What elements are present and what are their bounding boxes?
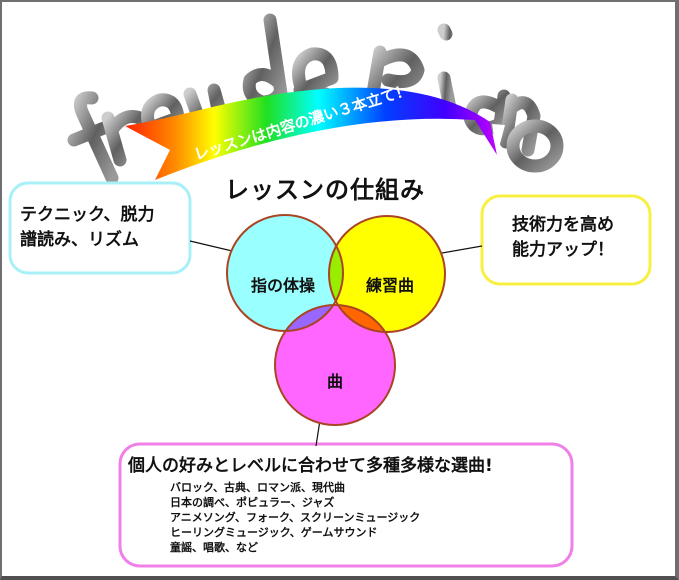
bubble-left-line-1: テクニック、脱力	[20, 205, 155, 225]
genre-line: バロック、古典、ロマン派、現代曲	[170, 481, 346, 494]
genre-line: ヒーリングミュージック、ゲームサウンド	[170, 526, 378, 539]
bubble-bottom-outline	[118, 442, 574, 568]
bubble-right-text: 技術力を高め 能力アップ！	[512, 213, 614, 263]
page-title: レッスンの仕組み	[225, 176, 425, 204]
bubble-left-line-2: 譜読み、リズム	[20, 230, 139, 250]
venn-label-etude: 練習曲	[365, 276, 414, 295]
bubble-right-outline	[480, 194, 652, 286]
bubble-right-line-1: 技術力を高め	[512, 215, 614, 235]
bubble-left-text: テクニック、脱力 譜読み、リズム	[20, 203, 154, 253]
bubble-right-line-2: 能力アップ！	[512, 240, 614, 260]
genre-line: 童謡、唱歌、など	[170, 541, 258, 554]
genre-line: アニメソング、フォーク、スクリーンミュージック	[170, 511, 421, 524]
bubble-left-outline	[8, 181, 192, 275]
banner-ribbon	[125, 87, 505, 180]
venn-label-piece: 曲	[326, 372, 343, 391]
genre-list: バロック、古典、ロマン派、現代曲 日本の調べ、ポピュラー、ジャズ アニメソング、…	[170, 480, 420, 555]
genre-line: 日本の調べ、ポピュラー、ジャズ	[170, 496, 335, 509]
venn-diagram	[226, 214, 446, 426]
venn-label-finger-exercise: 指の体操	[250, 276, 315, 295]
bottom-headline: 個人の好みとレベルに合わせて多種多様な選曲!	[128, 456, 493, 476]
